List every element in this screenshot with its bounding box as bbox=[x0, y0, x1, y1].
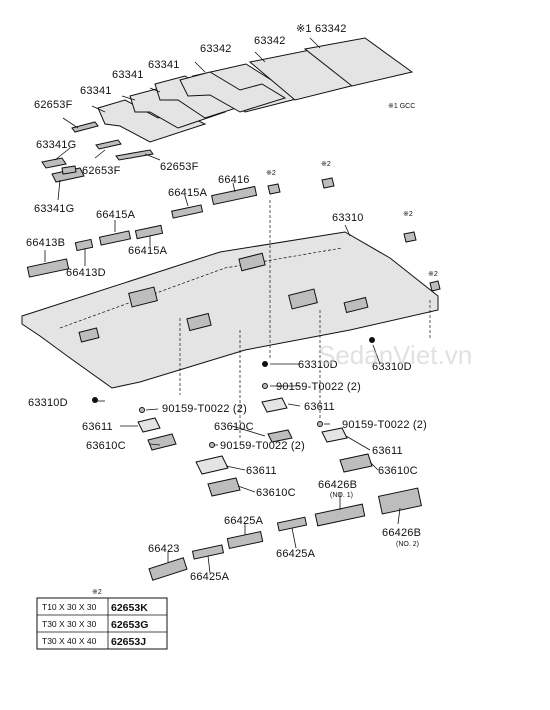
label-63611-a: 63611 bbox=[304, 401, 335, 413]
spec-table: ※2 T10 X 30 X 30 62653K T30 X 30 X 30 62… bbox=[36, 589, 168, 650]
label-63310D-c: 63310D bbox=[28, 397, 68, 409]
label-66423: 66423 bbox=[148, 543, 180, 555]
label-63341-c: 63341 bbox=[80, 85, 112, 97]
label-63342-b: 63342 bbox=[254, 35, 286, 47]
lower-clips bbox=[148, 487, 423, 581]
headliner-63310 bbox=[21, 231, 439, 403]
label-bolt-b: 90159-T0022 (2) bbox=[162, 403, 247, 415]
label-66425A-c: 66425A bbox=[190, 571, 230, 583]
label-63611-b: 63611 bbox=[82, 421, 113, 433]
clips-63341G bbox=[41, 157, 85, 183]
table-row-size: T30 X 40 X 40 bbox=[42, 636, 97, 646]
pads-63341 bbox=[97, 71, 287, 143]
label-66425A-b: 66425A bbox=[276, 548, 316, 560]
table-row-code: 62653J bbox=[111, 636, 146, 648]
label-star2-b: ※2 bbox=[321, 161, 331, 168]
label-66415A-a: 66415A bbox=[168, 187, 208, 199]
label-66413B: 66413B bbox=[26, 237, 65, 249]
callout-labels: ※1 63342 63342 63342 63341 63341 63341 6… bbox=[26, 23, 438, 583]
label-63611-d: 63611 bbox=[246, 465, 277, 477]
label-bolt-d: 90159-T0022 (2) bbox=[220, 440, 305, 452]
label-66413D: 66413D bbox=[66, 267, 106, 279]
clip-strips bbox=[26, 185, 258, 278]
label-63310: 63310 bbox=[332, 212, 364, 224]
label-star2-a: ※2 bbox=[266, 170, 276, 177]
room-lamps bbox=[137, 397, 373, 497]
label-63610C-d: 63610C bbox=[256, 487, 296, 499]
table-row-size: T10 X 30 X 30 bbox=[42, 602, 97, 612]
label-63611-c: 63611 bbox=[372, 445, 403, 457]
label-63610C-a: 63610C bbox=[214, 421, 254, 433]
label-66426B-a: 66426B bbox=[318, 479, 357, 491]
label-63341G-b: 63341G bbox=[34, 203, 74, 215]
label-note-gcc: ※1 GCC bbox=[388, 103, 415, 110]
strips-62653F bbox=[71, 121, 154, 161]
label-star2-c: ※2 bbox=[403, 211, 413, 218]
label-66415A-c: 66415A bbox=[128, 245, 168, 257]
watermark: SedanViet.vn bbox=[318, 340, 472, 370]
label-bolt-a: 90159-T0022 (2) bbox=[276, 381, 361, 393]
label-66425A-a: 66425A bbox=[224, 515, 264, 527]
label-63341-a: 63341 bbox=[148, 59, 180, 71]
label-63341G-a: 63341G bbox=[36, 139, 76, 151]
label-66426B-b-sub: (NO. 2) bbox=[396, 541, 419, 548]
label-63310D-a: 63310D bbox=[298, 359, 338, 371]
label-bolt-c: 90159-T0022 (2) bbox=[342, 419, 427, 431]
label-63341-b: 63341 bbox=[112, 69, 144, 81]
label-62653F-c: 62653F bbox=[160, 161, 199, 173]
label-63342-a: 63342 bbox=[200, 43, 232, 55]
label-63342-star: ※1 63342 bbox=[296, 23, 347, 35]
label-66416: 66416 bbox=[218, 174, 250, 186]
label-62653F-b: 62653F bbox=[82, 165, 121, 177]
table-row-code: 62653K bbox=[111, 602, 148, 614]
label-66426B-b: 66426B bbox=[382, 527, 421, 539]
leader-lines bbox=[44, 37, 401, 574]
label-star2-d: ※2 bbox=[428, 271, 438, 278]
table-header: ※2 bbox=[92, 589, 102, 596]
label-63610C-c: 63610C bbox=[378, 465, 418, 477]
label-62653F-a: 62653F bbox=[34, 99, 73, 111]
label-63610C-b: 63610C bbox=[86, 440, 126, 452]
guide-lines bbox=[179, 200, 431, 440]
label-66426B-a-sub: (NO. 1) bbox=[330, 492, 353, 499]
label-63310D-b: 63310D bbox=[372, 361, 412, 373]
table-row-size: T30 X 30 X 30 bbox=[42, 619, 97, 629]
label-66415A-b: 66415A bbox=[96, 209, 136, 221]
table-row-code: 62653G bbox=[111, 619, 148, 631]
blocks-star2 bbox=[267, 177, 441, 292]
